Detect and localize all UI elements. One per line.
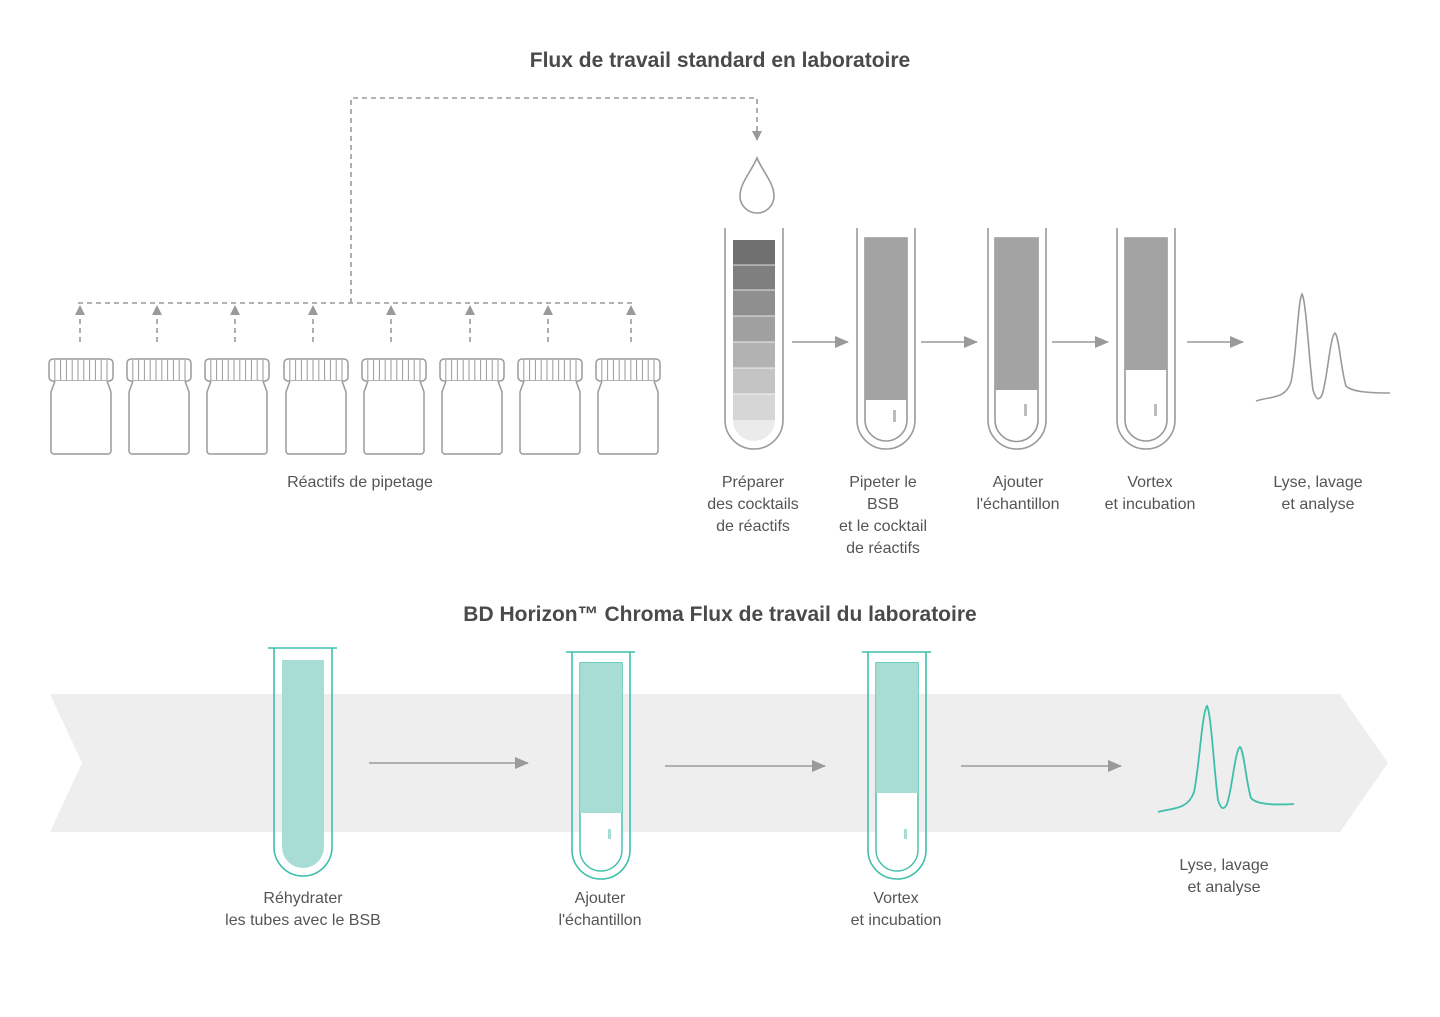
step-label-line: Ajouter [575, 890, 626, 907]
step-label-line: BSB [867, 496, 899, 513]
chroma-step-labels: Réhydrater les tubes avec le BSB Ajouter l'… [225, 857, 1269, 929]
reagent-vial [361, 358, 427, 455]
chroma-workflow-title: BD Horizon™ Chroma Flux de travail du la… [463, 603, 976, 626]
tube-chroma-vortex [862, 651, 931, 880]
step-label-line: Lyse, lavage [1179, 857, 1268, 874]
step-label: Pipeter le BSB et le cocktail de réactifs [839, 474, 927, 557]
step-label-line: et le cocktail [839, 518, 927, 535]
step-label-line: Lyse, lavage [1273, 474, 1362, 491]
reagent-vial [283, 358, 349, 455]
tube-add-sample [987, 228, 1047, 450]
step-label-line: de réactifs [716, 518, 790, 535]
step-label-line: et analyse [1188, 879, 1261, 896]
pipetting-flow-lines [75, 97, 762, 342]
reagent-vial [439, 358, 505, 455]
step-label-line: Vortex [873, 890, 918, 907]
step-label-line: et incubation [1105, 496, 1196, 513]
tube-chroma-sample [566, 651, 635, 880]
chroma-analysis-histogram-icon [1157, 704, 1295, 813]
step-label-line: Préparer [722, 474, 785, 491]
step-label: Préparer des cocktails de réactifs [707, 474, 799, 535]
reagent-vials [48, 358, 661, 455]
step-label-line: les tubes avec le BSB [225, 912, 381, 929]
step-label-line: et analyse [1282, 496, 1355, 513]
step-label: Lyse, lavage et analyse [1179, 857, 1268, 896]
step-label-line: et incubation [851, 912, 942, 929]
tube-vortex [1116, 228, 1176, 450]
step-label: Vortex et incubation [851, 890, 942, 929]
reagent-vial [48, 358, 114, 455]
tube-rehydrate [268, 647, 337, 877]
step-label-line: de réactifs [846, 540, 920, 557]
drop-icon [739, 155, 775, 214]
standard-workflow-title: Flux de travail standard en laboratoire [530, 49, 910, 72]
tube-reagent-cocktail [724, 228, 784, 450]
reagent-vial [595, 358, 661, 455]
pipetting-reagents-label: Réactifs de pipetage [287, 474, 433, 491]
tube-bsb-cocktail [856, 228, 916, 450]
analysis-histogram-icon [1255, 292, 1391, 402]
step-label: Vortex et incubation [1105, 474, 1196, 513]
step-label-line: l'échantillon [558, 912, 641, 929]
workflow-band [50, 694, 1388, 832]
step-label-line: Ajouter [993, 474, 1044, 491]
step-label-line: des cocktails [707, 496, 799, 513]
reagent-vial [204, 358, 270, 455]
step-label-line: Vortex [1127, 474, 1172, 491]
reagent-vial [126, 358, 192, 455]
step-label-line: Réhydrater [263, 890, 343, 907]
step-label: Réhydrater les tubes avec le BSB [225, 890, 381, 929]
step-label: Ajouter l'échantillon [558, 890, 641, 929]
step-label: Lyse, lavage et analyse [1273, 474, 1362, 513]
step-label-line: l'échantillon [976, 496, 1059, 513]
step-label-line: Pipeter le [849, 474, 917, 491]
reagent-vial [517, 358, 583, 455]
step-label: Ajouter l'échantillon [976, 474, 1059, 513]
chroma-step-arrows [369, 757, 1122, 772]
